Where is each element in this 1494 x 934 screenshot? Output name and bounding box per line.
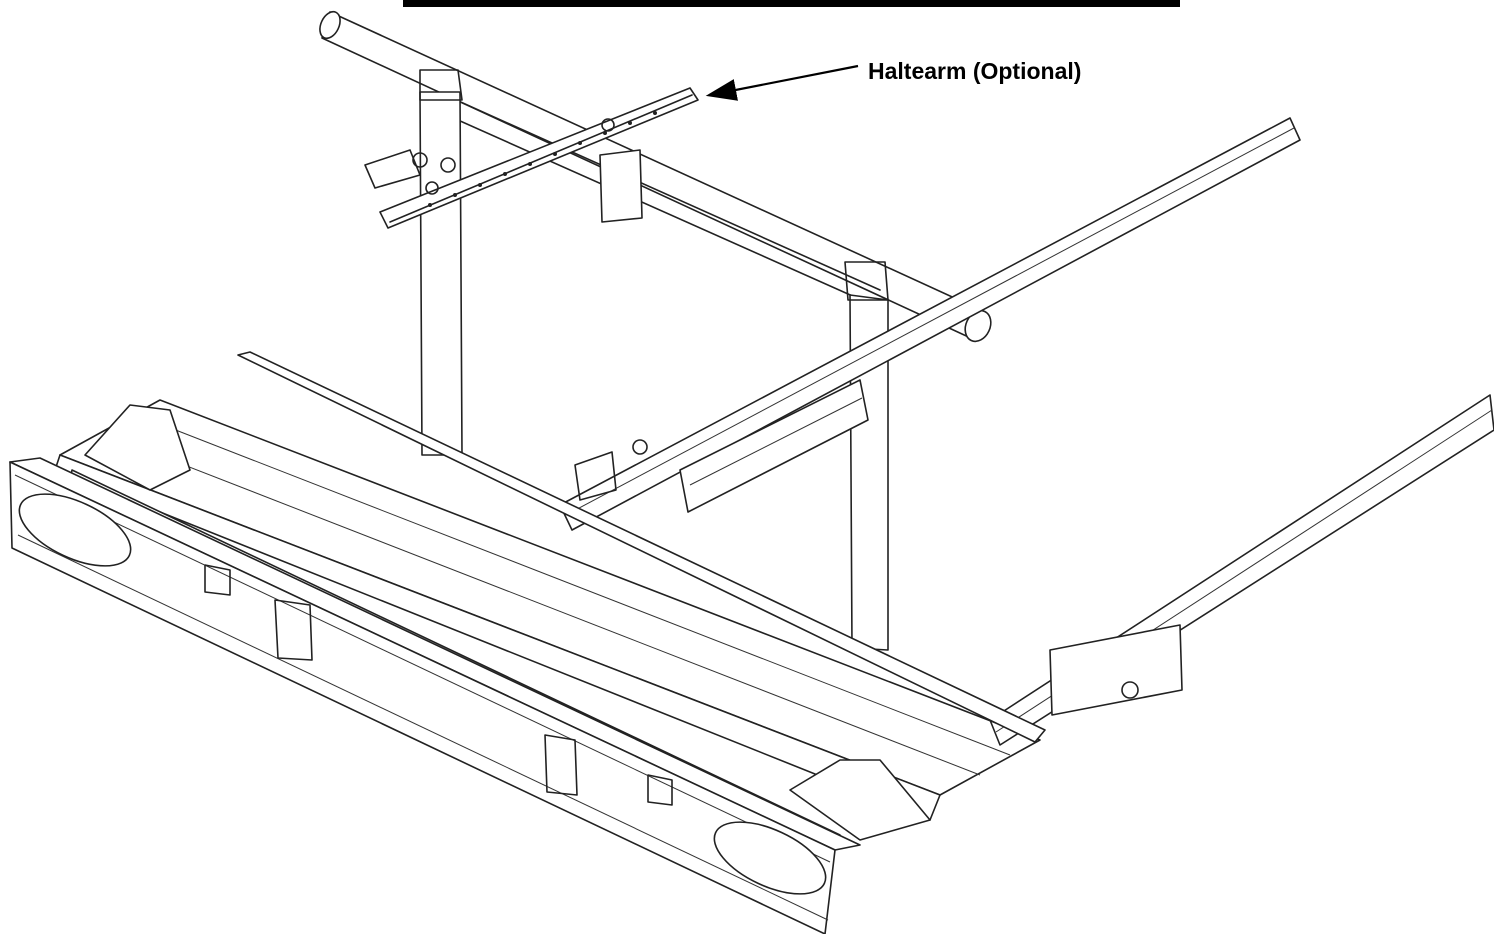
left-tail-light [18,493,132,567]
mount-plate [599,149,643,223]
right-post [844,261,889,651]
header-rule [403,0,1180,7]
middle-tube [439,94,881,307]
haltearm-bracket [379,87,699,229]
lower-right-rail [989,394,1494,746]
upper-tube [319,10,992,343]
front-frame [9,457,861,934]
right-tail-light [713,821,827,895]
upper-right-rail [559,117,1301,531]
left-wheel-chock [84,404,191,491]
clamp-knobs [364,149,456,195]
left-post [419,69,463,456]
right-wheel-chock [789,759,931,841]
callout-arrow [705,64,859,101]
haltearm-label: Haltearm (Optional) [868,58,1082,84]
rail-knob [574,439,648,501]
